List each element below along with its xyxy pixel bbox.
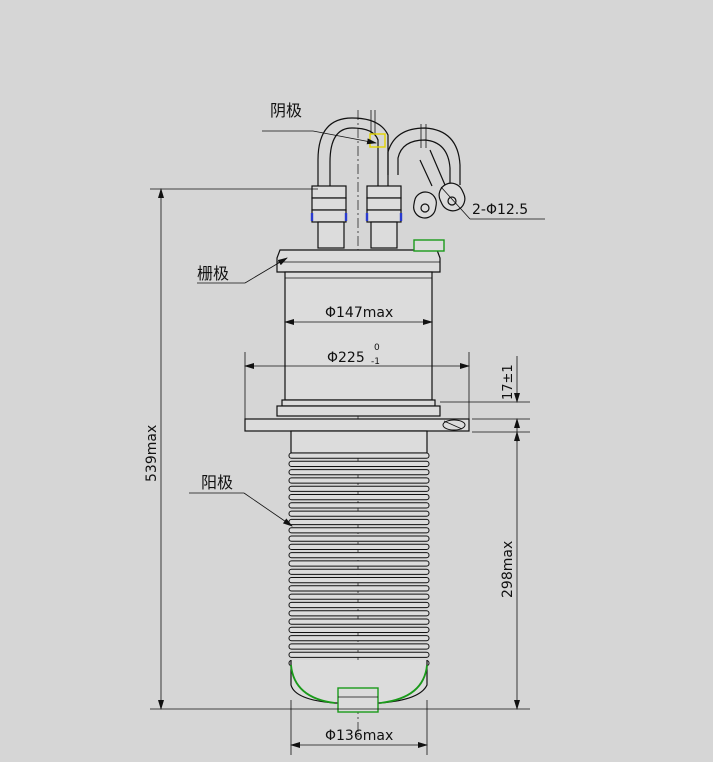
grid-flange <box>276 239 445 273</box>
diameter-136-dimension: Φ136max <box>325 728 393 744</box>
radiator-fin <box>288 577 430 584</box>
anode-radiator <box>288 430 430 713</box>
radiator-fin <box>288 518 430 526</box>
diameter-225-lower-tolerance: -1 <box>371 357 380 367</box>
radiator-fin <box>288 601 430 609</box>
dimension-lines <box>150 130 545 755</box>
radiator-fin <box>288 610 430 617</box>
height-539-dimension: 539max <box>144 425 160 482</box>
hole-dimension: 2-Φ12.5 <box>472 202 528 218</box>
radiator-fin <box>288 543 430 550</box>
radiator-fin <box>288 643 430 650</box>
diameter-147-dimension: Φ147max <box>325 305 393 321</box>
radiator-fin <box>288 626 430 633</box>
anode-label: 阳极 <box>201 473 233 492</box>
height-17-dimension: 17±1 <box>501 364 516 400</box>
diameter-225-upper-tolerance: 0 <box>374 343 380 353</box>
radiator-fin <box>288 494 430 501</box>
radiator-fin <box>288 502 430 509</box>
cathode-connector-left <box>310 185 348 249</box>
radiator-fin <box>288 452 430 459</box>
height-298-dimension: 298max <box>500 541 516 598</box>
anode-flange <box>244 418 470 432</box>
radiator-fin <box>288 460 430 467</box>
cathode-label: 阴极 <box>270 101 302 120</box>
radiator-fin <box>288 560 430 567</box>
radiator-fin <box>288 568 430 575</box>
radiator-fin <box>288 527 430 534</box>
cathode-connector-right <box>365 185 403 249</box>
grid-label: 栅极 <box>197 264 229 283</box>
ceramic-body <box>276 271 441 417</box>
radiator-fin <box>288 593 430 600</box>
radiator-fin <box>288 635 430 642</box>
hole-lug-terminals <box>413 182 466 219</box>
radiator-fin <box>288 585 430 592</box>
radiator-fin <box>288 477 430 484</box>
radiator-fin <box>288 485 430 492</box>
radiator-fin <box>288 469 430 476</box>
radiator-fin <box>288 535 430 542</box>
radiator-fin <box>288 651 430 658</box>
radiator-fin <box>288 510 430 517</box>
radiator-fin <box>288 618 430 625</box>
cathode-leads <box>317 110 461 190</box>
radiator-fin <box>288 552 430 559</box>
diameter-225-dimension: Φ225 <box>327 350 365 366</box>
